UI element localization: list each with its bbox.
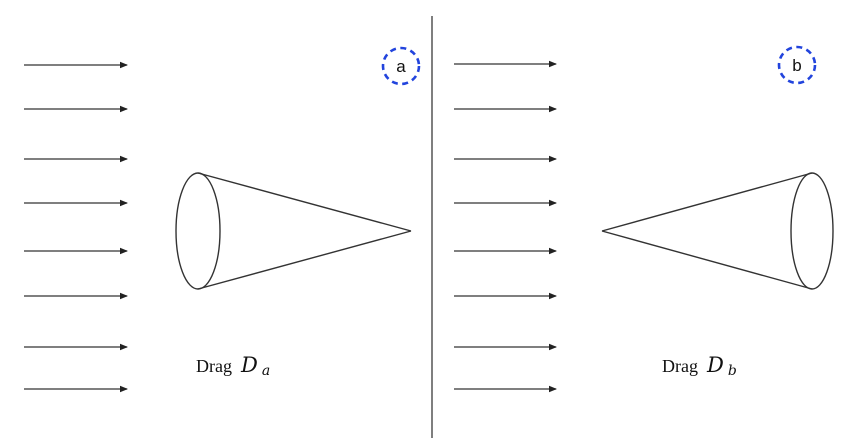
drag-subscript-a: a: [262, 363, 270, 379]
cone-a-base: [175, 172, 221, 290]
flow-arrows-a: [24, 61, 128, 393]
drag-symbol-b: D: [706, 353, 724, 377]
cone-a: [175, 172, 412, 290]
cone-b-base: [790, 172, 834, 290]
cone-b-upper-edge: [601, 172, 813, 232]
badge-a-dashed-circle: [381, 46, 421, 86]
cone-a-lower-edge: [197, 230, 412, 290]
drag-word-b: Drag: [662, 356, 698, 376]
flow-arrows-b: [454, 60, 557, 393]
drag-subscript-b: b: [728, 363, 737, 379]
panel-a: a Drag D a: [24, 46, 421, 393]
cone-a-upper-edge: [197, 172, 412, 232]
drag-label-b: Drag D b: [662, 353, 737, 379]
badge-b: b: [777, 45, 817, 85]
panel-b: b Drag D b: [454, 45, 834, 393]
drag-symbol-a: D: [240, 353, 258, 377]
drag-word-a: Drag: [196, 356, 232, 376]
badge-b-label: b: [792, 56, 801, 75]
badge-a: a: [381, 46, 421, 86]
badge-b-dashed-circle: [777, 45, 817, 85]
cone-b-lower-edge: [601, 230, 813, 290]
drag-label-a: Drag D a: [196, 353, 270, 379]
cone-b: [601, 172, 834, 290]
badge-a-label: a: [396, 57, 406, 76]
